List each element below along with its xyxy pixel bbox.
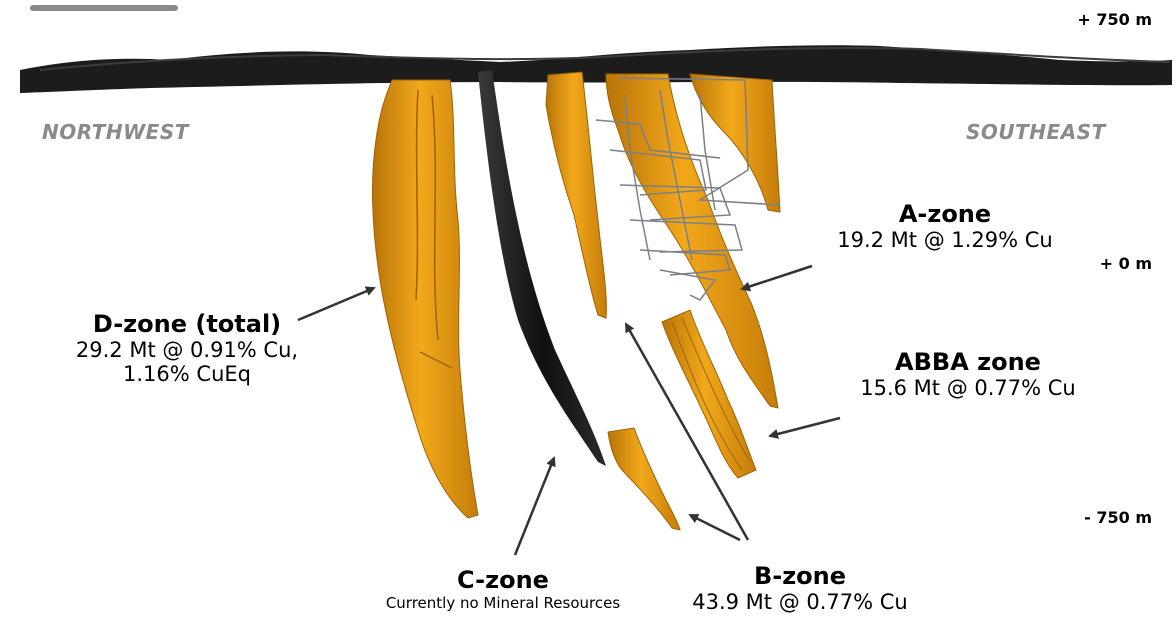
abba-zone-name: ABBA zone <box>838 348 1098 376</box>
terrain-surface <box>20 45 1172 93</box>
b-zone-name: B-zone <box>660 562 940 590</box>
a-zone-name: A-zone <box>820 200 1070 228</box>
abba-zone-value: 15.6 Mt @ 0.77% Cu <box>838 376 1098 400</box>
a-zone-value: 19.2 Mt @ 1.29% Cu <box>820 228 1070 252</box>
c-zone-label: C-zone Currently no Mineral Resources <box>358 566 648 612</box>
d-zone-orebody <box>373 80 478 518</box>
b-zone-upper-lens <box>546 72 606 318</box>
abba-zone-label: ABBA zone 15.6 Mt @ 0.77% Cu <box>838 348 1098 400</box>
b-zone-value: 43.9 Mt @ 0.77% Cu <box>660 590 940 614</box>
b-zone-label: B-zone 43.9 Mt @ 0.77% Cu <box>660 562 940 614</box>
c-zone-note: Currently no Mineral Resources <box>358 594 648 612</box>
d-zone-label: D-zone (total) 29.2 Mt @ 0.91% Cu, 1.16%… <box>52 310 322 386</box>
a-zone-label: A-zone 19.2 Mt @ 1.29% Cu <box>820 200 1070 252</box>
b-zone-lower-lens <box>608 428 680 530</box>
c-zone-arrow <box>515 458 554 555</box>
a-zone-arrow <box>742 266 812 289</box>
b-zone-arrow-lower <box>690 515 740 540</box>
direction-label-northwest: NORTHWEST <box>42 120 189 144</box>
direction-label-southeast: SOUTHEAST <box>966 120 1106 144</box>
elevation-label-bottom: - 750 m <box>1084 508 1152 527</box>
d-zone-value-primary: 29.2 Mt @ 0.91% Cu, <box>52 338 322 362</box>
d-zone-name: D-zone (total) <box>52 310 322 338</box>
d-zone-value-secondary: 1.16% CuEq <box>52 362 322 386</box>
abba-zone-arrow <box>770 418 840 436</box>
elevation-label-top: + 750 m <box>1077 10 1152 29</box>
scale-bar <box>30 5 178 11</box>
c-zone-name: C-zone <box>358 566 648 594</box>
elevation-label-zero: + 0 m <box>1100 254 1152 273</box>
